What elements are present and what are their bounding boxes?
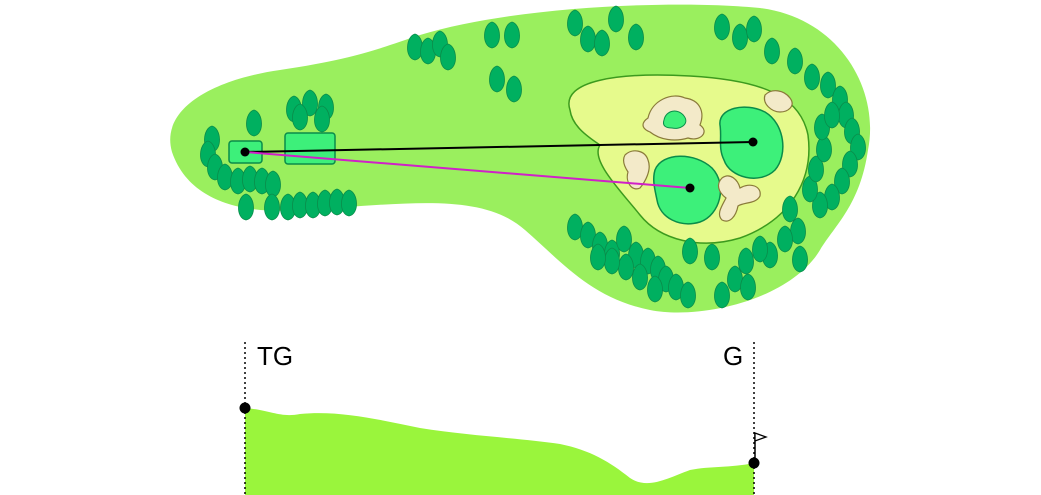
tree-icon xyxy=(567,213,583,241)
tree-icon xyxy=(489,65,505,93)
tree-icon xyxy=(407,33,423,61)
tree-icon xyxy=(824,101,840,129)
flag-icon xyxy=(754,432,768,460)
tree-icon xyxy=(816,135,832,163)
tree-icon xyxy=(217,163,233,191)
tee-point xyxy=(240,147,250,157)
tree-icon xyxy=(752,235,768,263)
tree-icon xyxy=(824,183,840,211)
tree-icon xyxy=(594,29,610,57)
tree-icon xyxy=(616,225,632,253)
tree-icon xyxy=(777,225,793,253)
end-label: G xyxy=(723,341,743,371)
tree-icon xyxy=(628,23,644,51)
profile-fill xyxy=(245,408,754,495)
tree-icon xyxy=(292,191,308,219)
tree-icon xyxy=(484,21,500,49)
tree-icon xyxy=(292,103,308,131)
tree-icon xyxy=(732,23,748,51)
tree-icon xyxy=(590,243,606,271)
tree-icon xyxy=(341,189,357,217)
tree-icon xyxy=(329,188,345,216)
shot-line-alt xyxy=(244,151,691,189)
tree-icon xyxy=(618,253,634,281)
tree-icon xyxy=(504,21,520,49)
tree-icon xyxy=(567,9,583,37)
tree-icon xyxy=(580,25,596,53)
tree-icon xyxy=(792,245,808,273)
tree-icon xyxy=(302,89,318,117)
tree-icon xyxy=(820,71,836,99)
tree-icon xyxy=(440,43,456,71)
start-point xyxy=(239,402,251,414)
tree-icon xyxy=(714,13,730,41)
shot-line-main xyxy=(244,141,754,153)
tree-icon xyxy=(746,15,762,43)
tree-icon xyxy=(604,247,620,275)
tree-icon xyxy=(704,243,720,271)
tree-icon xyxy=(632,263,648,291)
tree-icon xyxy=(264,193,280,221)
tree-icon xyxy=(804,63,820,91)
bunker-top-inner-grass xyxy=(663,110,687,129)
tree-icon xyxy=(834,167,850,195)
tree-icon xyxy=(265,170,281,198)
tree-icon xyxy=(608,5,624,33)
tree-icon xyxy=(714,281,730,309)
tree-icon xyxy=(246,109,262,137)
tree-icon xyxy=(680,281,696,309)
tree-icon xyxy=(238,193,254,221)
start-label: TG xyxy=(257,341,293,371)
left-pin-point xyxy=(685,183,695,193)
tree-icon xyxy=(506,75,522,103)
bunker-upper-right xyxy=(763,90,793,113)
tree-icon xyxy=(682,237,698,265)
tree-icon xyxy=(727,265,743,293)
hole-map xyxy=(170,4,871,313)
tree-icon xyxy=(738,247,754,275)
tree-icon xyxy=(782,195,798,223)
tree-icon xyxy=(580,221,596,249)
tree-icon xyxy=(787,47,803,75)
tree-icon xyxy=(314,105,330,133)
tree-icon xyxy=(808,155,824,183)
tree-icon xyxy=(790,217,806,245)
tree-icon xyxy=(668,273,684,301)
tree-icon xyxy=(764,37,780,65)
right-pin-point xyxy=(748,137,758,147)
elevation-profile: TG G xyxy=(239,341,768,495)
tree-cluster xyxy=(200,5,866,309)
tree-icon xyxy=(740,273,756,301)
end-point xyxy=(748,457,760,469)
bunker-lower-right xyxy=(717,175,761,222)
tree-icon xyxy=(242,165,258,193)
bunker-left xyxy=(622,150,650,190)
tree-icon xyxy=(647,275,663,303)
